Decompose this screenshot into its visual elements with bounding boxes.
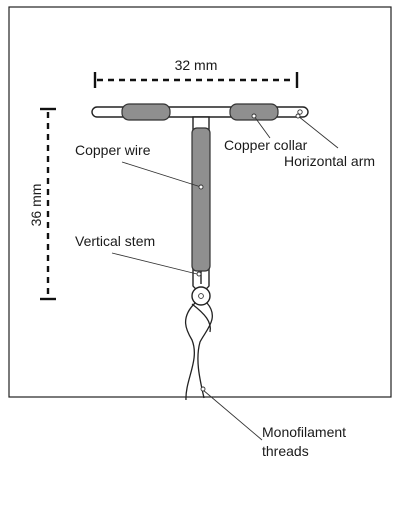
- height-dimension: 36 mm: [28, 107, 56, 301]
- label-monofilament-line2: threads: [262, 443, 309, 459]
- bottom-knob: [191, 286, 211, 306]
- width-dimension-label: 32 mm: [175, 57, 218, 73]
- label-horizontal-arm-group: Horizontal arm: [284, 113, 375, 169]
- copper-collar-right: [229, 103, 279, 121]
- knob-hole: [198, 293, 204, 299]
- pointer-horizontal-arm: [295, 113, 301, 119]
- label-vertical-stem: Vertical stem: [75, 233, 155, 249]
- pointer-monofilament: [200, 386, 206, 392]
- vertical-stem: [191, 116, 211, 292]
- diagram-frame: [8, 6, 392, 398]
- label-copper-wire: Copper wire: [75, 142, 151, 158]
- pointer-vertical-stem: [196, 271, 202, 277]
- copper-collar-left: [121, 103, 171, 121]
- label-monofilament-group: Monofilament threads: [200, 386, 346, 459]
- monofilament-threads: [184, 302, 213, 401]
- label-copper-collar: Copper collar: [224, 137, 308, 153]
- leader-monofilament: [202, 389, 263, 441]
- leader-copper-collar: [253, 115, 271, 139]
- label-copper-collar-group: Copper collar: [224, 113, 308, 153]
- label-vertical-stem-group: Vertical stem: [75, 233, 202, 277]
- pointer-copper-wire: [198, 184, 204, 190]
- leader-vertical-stem: [111, 252, 198, 275]
- leader-horizontal-arm: [297, 115, 339, 149]
- label-copper-wire-group: Copper wire: [75, 142, 204, 190]
- pointer-copper-collar: [251, 113, 257, 119]
- copper-wire-coil: [191, 127, 211, 272]
- leader-copper-wire: [121, 161, 202, 188]
- label-monofilament-line1: Monofilament: [262, 424, 346, 440]
- thread-right: [197, 302, 213, 399]
- arm-tip-hole: [297, 109, 303, 115]
- height-dimension-label: 36 mm: [28, 184, 44, 227]
- thread-cross: [191, 303, 211, 333]
- width-dimension: 32 mm: [93, 57, 299, 88]
- label-horizontal-arm: Horizontal arm: [284, 153, 375, 169]
- thread-left: [184, 302, 196, 401]
